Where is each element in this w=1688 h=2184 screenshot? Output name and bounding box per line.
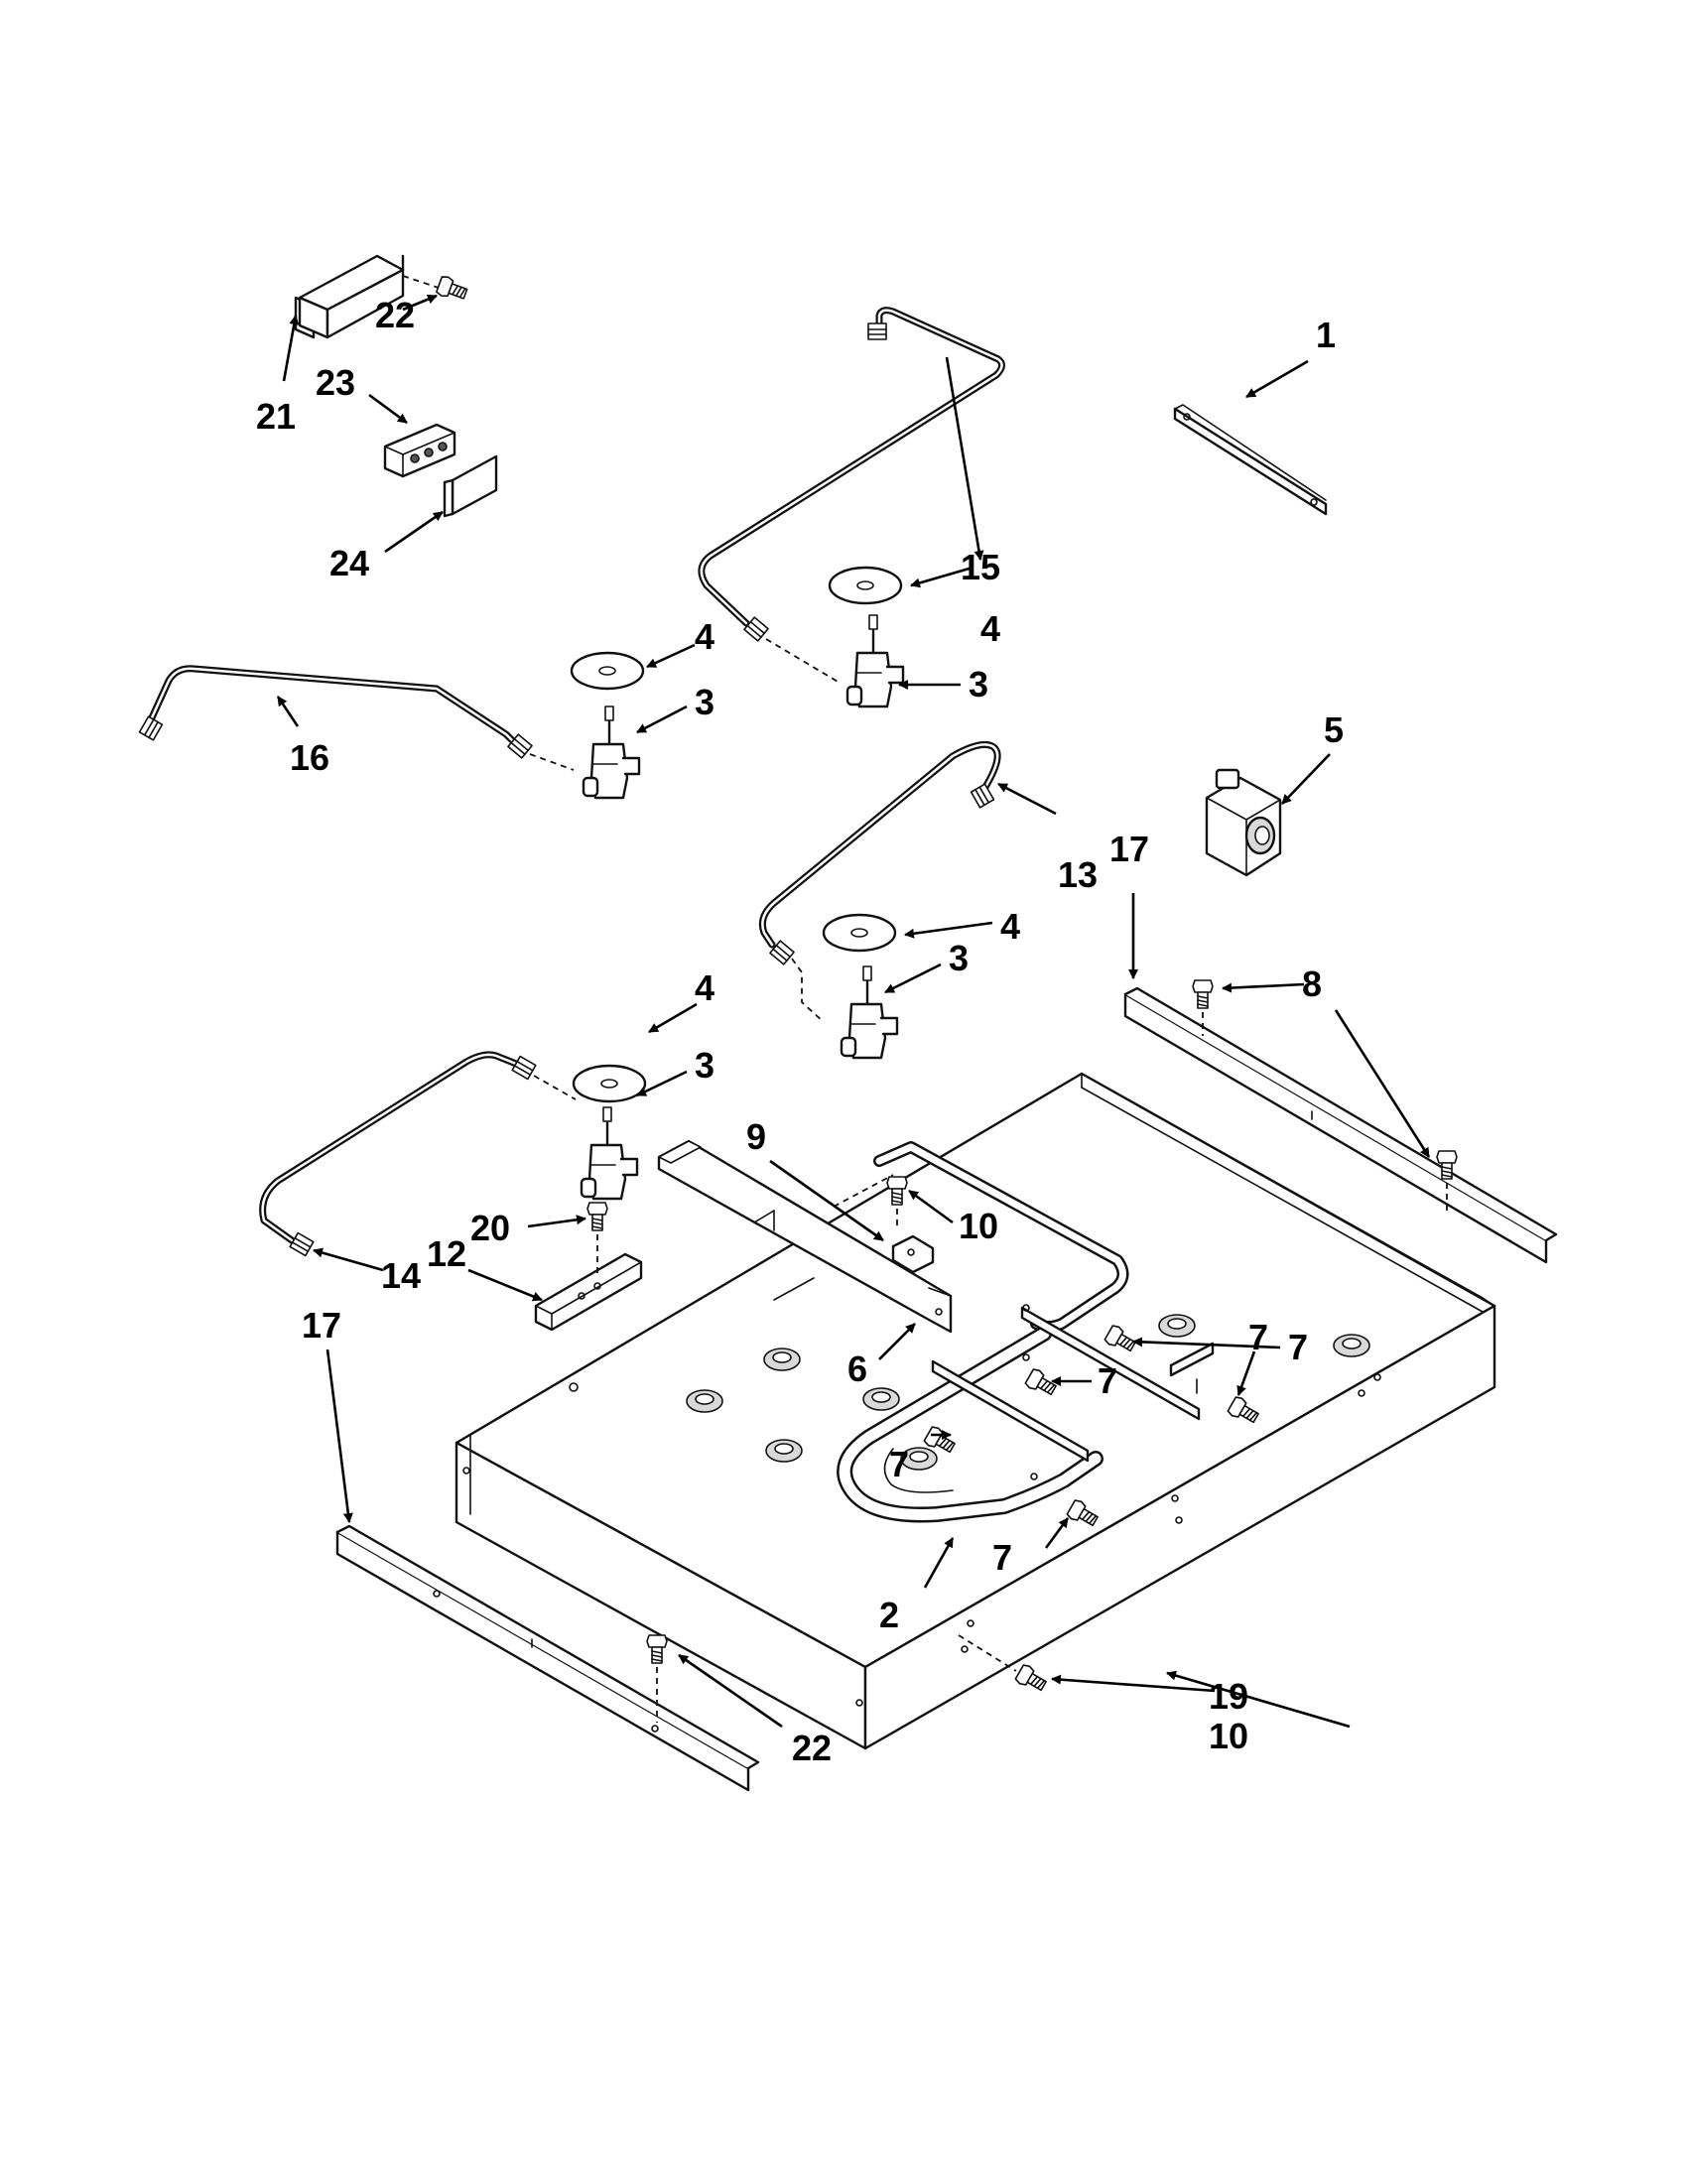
callout-7b: 7 bbox=[1098, 1360, 1117, 1401]
part-3-valve-a bbox=[845, 613, 905, 708]
callout-3a: 3 bbox=[969, 664, 988, 705]
callout-15: 15 bbox=[961, 547, 1000, 587]
callout-12: 12 bbox=[427, 1233, 466, 1274]
part-8-screw-a bbox=[1192, 979, 1214, 1036]
part-16-tube bbox=[138, 665, 575, 771]
callout-7e: 7 bbox=[992, 1537, 1012, 1578]
part-4-disc-d bbox=[572, 1064, 647, 1103]
part-4-disc-b bbox=[570, 651, 645, 691]
callout-6: 6 bbox=[847, 1349, 867, 1389]
callout-labels: 1 2 3 3 3 3 4 4 4 4 5 6 7 7 7 7 7 8 9 10… bbox=[256, 295, 1344, 1768]
part-21-bracket-box bbox=[294, 254, 405, 339]
callout-9: 9 bbox=[746, 1116, 766, 1157]
part-3-valve-d bbox=[580, 1105, 639, 1201]
callout-4d: 4 bbox=[695, 967, 714, 1008]
callout-8: 8 bbox=[1302, 964, 1322, 1004]
part-3-valve-c bbox=[840, 964, 899, 1060]
callout-2: 2 bbox=[879, 1595, 899, 1635]
callout-22a: 22 bbox=[375, 295, 415, 335]
callout-3d: 3 bbox=[695, 1045, 714, 1086]
callout-22b: 22 bbox=[792, 1728, 832, 1768]
part-5-regulator bbox=[1205, 768, 1282, 877]
part-8-screw-b bbox=[1436, 1150, 1458, 1215]
callout-19: 19 bbox=[1209, 1676, 1248, 1717]
part-15-tube bbox=[698, 307, 1005, 684]
part-2-burner-assembly bbox=[837, 1141, 1215, 1523]
part-20-screw bbox=[586, 1202, 608, 1278]
callout-7d: 7 bbox=[889, 1444, 909, 1484]
callout-3c: 3 bbox=[949, 938, 969, 978]
leader-lines bbox=[276, 294, 1431, 1729]
part-12-bracket bbox=[534, 1252, 643, 1332]
callout-7a: 7 bbox=[1288, 1327, 1308, 1367]
callout-4a: 4 bbox=[980, 608, 1000, 649]
part-4-disc-c bbox=[822, 913, 897, 953]
part-13-tube bbox=[758, 740, 1001, 1023]
callout-14: 14 bbox=[381, 1255, 421, 1296]
callout-17b: 17 bbox=[302, 1305, 341, 1346]
callout-20: 20 bbox=[470, 1208, 510, 1248]
part-1-rail bbox=[1173, 404, 1328, 516]
part-24-small-bracket bbox=[443, 454, 498, 518]
callout-16: 16 bbox=[290, 737, 329, 778]
callout-5: 5 bbox=[1324, 709, 1344, 750]
part-4-disc-a bbox=[828, 566, 903, 605]
callout-21: 21 bbox=[256, 396, 296, 437]
callout-7c: 7 bbox=[1248, 1317, 1268, 1357]
part-10-screw-upper bbox=[886, 1176, 908, 1230]
callout-13: 13 bbox=[1058, 854, 1098, 895]
callout-10a: 10 bbox=[959, 1206, 998, 1246]
part-22-screw-bottom bbox=[646, 1634, 668, 1723]
callout-24: 24 bbox=[329, 543, 369, 583]
part-17-rail-left bbox=[335, 1524, 760, 1792]
callout-4b: 4 bbox=[695, 616, 714, 657]
part-6-manifold-bracket bbox=[657, 1139, 953, 1334]
part-10-screw-lower bbox=[958, 1634, 1050, 1696]
callout-4c: 4 bbox=[1000, 906, 1020, 947]
part-3-valve-b bbox=[582, 705, 641, 800]
callout-1: 1 bbox=[1316, 315, 1336, 355]
callout-17a: 17 bbox=[1109, 829, 1149, 869]
callout-23: 23 bbox=[316, 362, 355, 403]
callout-3b: 3 bbox=[695, 682, 714, 722]
part-9-clip bbox=[891, 1234, 935, 1274]
callout-10b: 10 bbox=[1209, 1716, 1248, 1756]
part-14-tube bbox=[259, 1051, 577, 1257]
part-23-terminal-block bbox=[383, 423, 456, 478]
